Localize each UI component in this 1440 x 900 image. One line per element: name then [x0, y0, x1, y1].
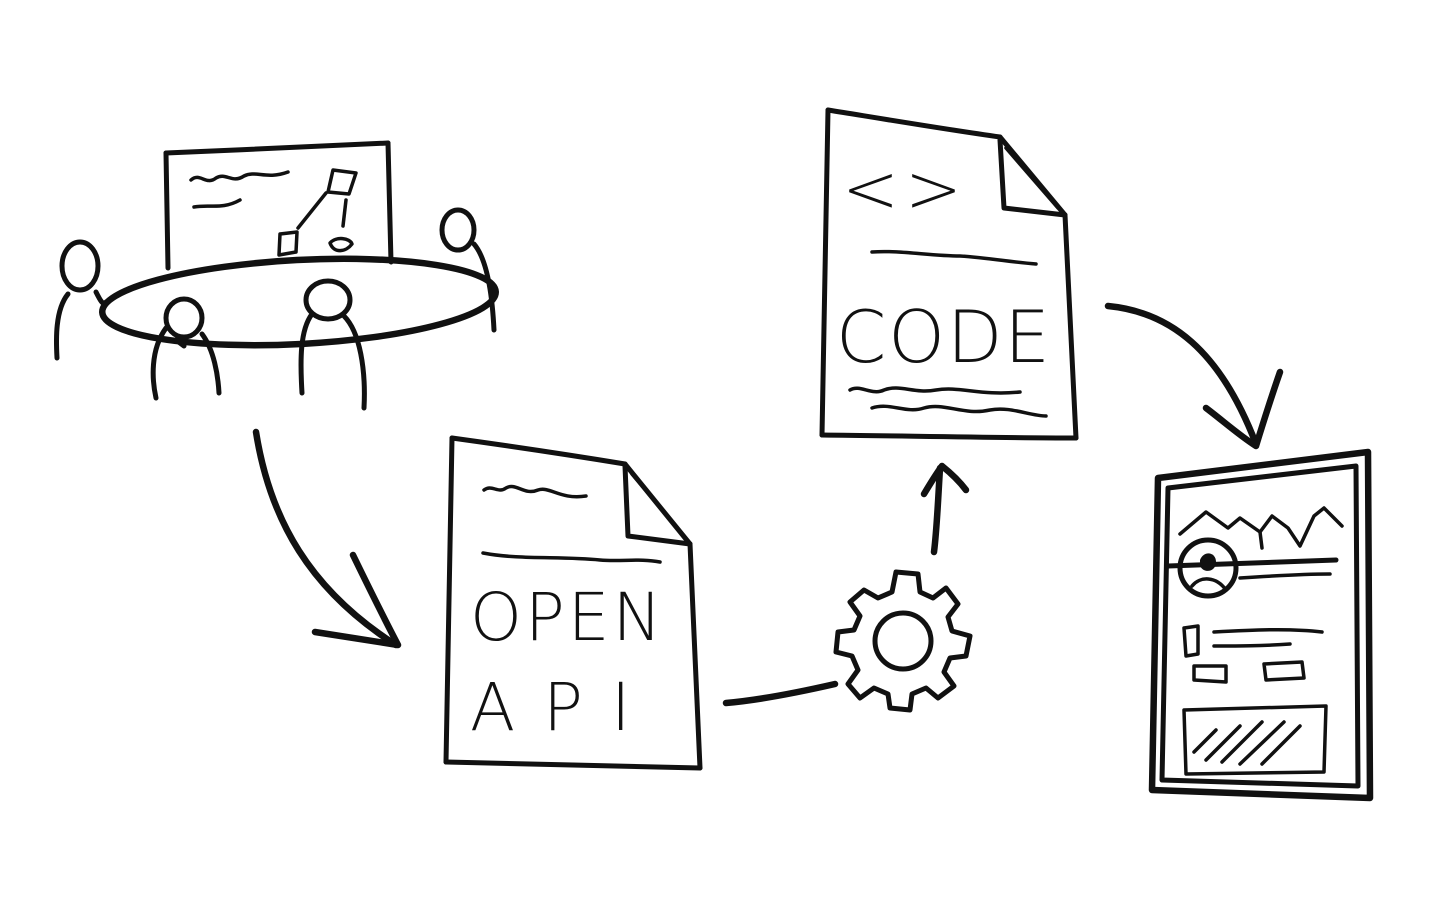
code-label: CODE	[836, 295, 1052, 379]
openapi-document: OPEN API	[443, 435, 703, 771]
team-meeting-icon	[53, 140, 499, 411]
arrow-generator-to-code	[920, 462, 970, 556]
person-front-left	[150, 296, 222, 401]
avatar	[1177, 537, 1239, 599]
arrow-code-to-app	[1104, 302, 1284, 450]
line-openapi-to-generator	[722, 680, 839, 707]
code-symbol: <>	[842, 150, 968, 229]
arrow-meeting-to-openapi	[252, 428, 402, 649]
openapi-label-line2: API	[470, 669, 658, 746]
whiteboard	[163, 140, 394, 271]
person-front-right	[298, 278, 367, 411]
code-document: <> CODE	[819, 107, 1079, 441]
mobile-app-mockup-icon	[1148, 448, 1374, 802]
openapi-label-line1: OPEN	[470, 579, 665, 656]
person-left	[53, 239, 109, 361]
gear-icon	[833, 569, 973, 713]
